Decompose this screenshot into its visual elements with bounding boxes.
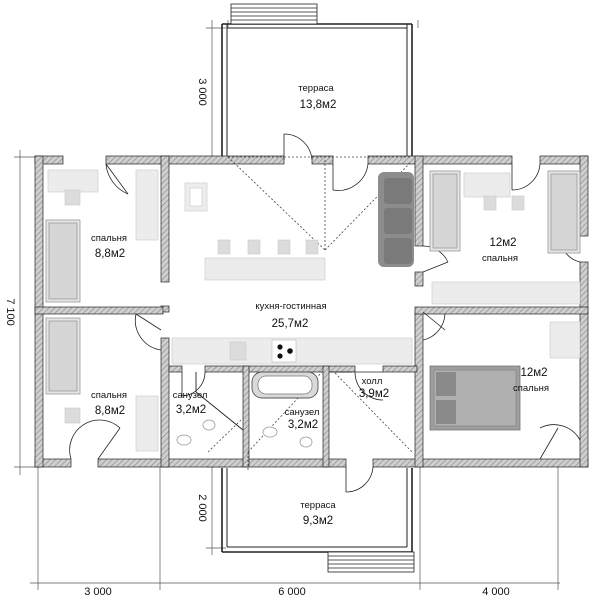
doors	[69, 133, 581, 493]
room-area-kitchen-living: 25,7м2	[272, 318, 309, 330]
room-area-bedroom-tr: 12м2	[489, 237, 516, 249]
dim-middle-width: 6 000	[278, 586, 306, 598]
sofa	[378, 172, 414, 267]
stairs-bottom	[327, 551, 415, 573]
room-area-bathroom-1: 3,2м2	[176, 404, 206, 416]
hall-closet	[195, 371, 352, 431]
bathroom-fixtures	[176, 371, 319, 448]
stairs-top	[230, 3, 318, 25]
cooktop	[271, 339, 297, 363]
dim-right-width: 4 000	[482, 586, 510, 598]
room-area-bathroom-2: 3,2м2	[288, 419, 318, 431]
room-area-bedroom-bl: 8,8м2	[95, 405, 125, 417]
room-name-terrace-top: терраса	[298, 83, 334, 94]
room-area-bedroom-br: 12м2	[520, 367, 547, 379]
dim-left-width: 3 000	[84, 586, 112, 598]
room-area-terrace-bottom: 9,3м2	[303, 515, 333, 527]
walls	[34, 155, 589, 468]
room-name-bedroom-br: спальня	[513, 383, 549, 394]
room-name-kitchen-living: кухня-гостинная	[255, 301, 326, 312]
room-area-bedroom-tl: 8,8м2	[95, 248, 125, 260]
room-area-terrace-top: 13,8м2	[300, 99, 337, 111]
furniture-beds	[45, 170, 581, 431]
dim-terrace-bottom-depth: 2 000	[196, 494, 208, 522]
room-name-hall: холл	[362, 376, 383, 387]
dim-house-depth: 7 100	[4, 298, 16, 326]
room-name-terrace-bottom: терраса	[300, 500, 336, 511]
dim-terrace-top-depth: 3 000	[196, 78, 208, 106]
room-name-bedroom-tr: спальня	[482, 253, 518, 264]
room-name-bedroom-bl: спальня	[91, 390, 127, 401]
room-area-hall: 3,9м2	[359, 388, 389, 400]
room-name-bathroom-1: санузел	[173, 390, 208, 401]
room-name-bathroom-2: санузел	[285, 407, 320, 418]
room-name-bedroom-tl: спальня	[91, 233, 127, 244]
